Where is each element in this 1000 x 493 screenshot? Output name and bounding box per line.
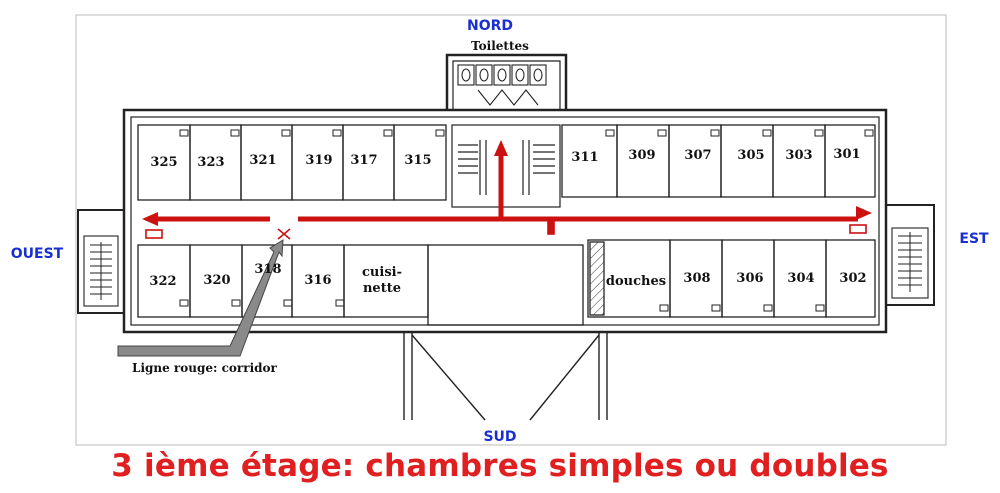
corridor-lines: [142, 140, 872, 226]
legend-label: Ligne rouge: corridor: [132, 361, 278, 375]
corridor-markers: [145, 219, 867, 240]
room-label: 307: [684, 148, 711, 163]
toilets-label: Toilettes: [471, 39, 529, 53]
door-markers: [179, 129, 874, 312]
room-label: 304: [787, 271, 814, 286]
room-label: 309: [628, 148, 655, 163]
room-label: 305: [737, 148, 764, 163]
west-stairwell: [77, 209, 125, 314]
kitchen-label-line1: cuisi-: [362, 265, 402, 280]
compass-east: EST: [959, 231, 989, 247]
compass-north: NORD: [467, 18, 513, 34]
room-label: 316: [304, 273, 331, 288]
room-label: 301: [833, 147, 860, 162]
room-label: 306: [736, 271, 763, 286]
north-west-rooms: [137, 124, 447, 201]
compass-west: OUEST: [11, 246, 64, 262]
building-walls: [122, 53, 888, 334]
south-west-rooms: [137, 244, 584, 326]
room-label: 325: [150, 155, 177, 170]
room-label: 315: [404, 153, 431, 168]
central-stairs: [451, 124, 561, 208]
east-stairwell: [885, 204, 935, 306]
room-label: 319: [305, 153, 332, 168]
toilet-fixtures: [457, 64, 547, 106]
room-label: 323: [197, 155, 224, 170]
north-room-numbers: 325 323 321 319 317 315 311 309 307 305 …: [150, 147, 860, 170]
room-label: 317: [350, 153, 377, 168]
compass-south: SUD: [483, 429, 516, 445]
showers-label: douches: [606, 274, 666, 289]
room-label: 321: [249, 153, 276, 168]
page-title: 3 ième étage: chambres simples ou double…: [111, 448, 889, 484]
room-label: 308: [683, 271, 710, 286]
south-east-rooms: [587, 239, 876, 318]
room-label: 311: [571, 150, 598, 165]
room-label: 322: [149, 274, 176, 289]
north-east-rooms: [561, 124, 876, 198]
room-label: 320: [203, 273, 230, 288]
room-label: 303: [785, 148, 812, 163]
south-entrance: [403, 332, 608, 421]
room-label: 318: [254, 262, 281, 277]
sheet-border: [75, 14, 947, 446]
kitchen-label-line2: nette: [363, 281, 401, 296]
south-room-numbers: 322 320 318 316 308 306 304 302: [149, 262, 866, 289]
legend-arrow: [117, 239, 284, 357]
room-label: 302: [839, 271, 866, 286]
